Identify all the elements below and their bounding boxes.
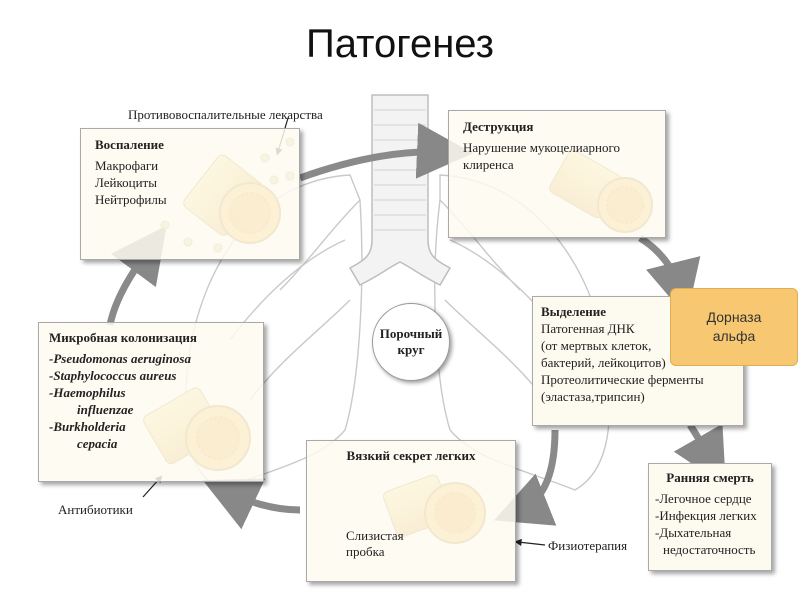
destruction-line: клиренса bbox=[463, 157, 514, 172]
secretion-line: Патогенная ДНК bbox=[541, 321, 635, 336]
cycle-arrows bbox=[106, 122, 726, 530]
colonization-line: -Pseudomonas aeruginosa bbox=[49, 351, 191, 366]
callout-line: Дорназа bbox=[706, 309, 762, 325]
early-death-line: -Инфекция легких bbox=[655, 508, 757, 523]
early-death-title: Ранняя смерть bbox=[666, 470, 754, 485]
inflammation-line: Лейкоциты bbox=[95, 175, 157, 190]
dornase-alfa-callout: Дорназа альфа bbox=[670, 288, 798, 366]
colonization-line: cepacia bbox=[77, 436, 118, 451]
early-death-line: -Легочное сердце bbox=[655, 491, 752, 506]
antibiotics-label: Антибиотики bbox=[58, 502, 133, 517]
microbial-colonization-box: Микробная колонизация -Pseudomonas aerug… bbox=[38, 322, 264, 482]
center-line: круг bbox=[397, 342, 425, 357]
colonization-title: Микробная колонизация bbox=[49, 330, 197, 345]
early-death-line: недостаточность bbox=[663, 542, 756, 557]
viscous-secretion-box: Вязкий секрет легких bbox=[306, 440, 516, 582]
secretion-line: (эластаза,трипсин) bbox=[541, 389, 645, 404]
colonization-line: -Haemophilus bbox=[49, 385, 126, 400]
page-title: Патогенез bbox=[306, 22, 494, 66]
mucus-plug-line: пробка bbox=[346, 544, 385, 559]
callout-line: альфа bbox=[712, 328, 756, 344]
colonization-line: -Staphylococcus aureus bbox=[49, 368, 177, 383]
anti-inflammatory-label: Противовоспалительные лекарства bbox=[128, 107, 323, 122]
center-line: Порочный bbox=[379, 326, 443, 341]
mucus-plug-line: Слизистая bbox=[346, 528, 404, 543]
colonization-line: influenzae bbox=[77, 402, 134, 417]
vicious-circle-badge: Порочный круг bbox=[372, 303, 450, 381]
secretion-line: Протеолитические ферменты bbox=[541, 372, 704, 387]
destruction-line: Нарушение мукоцелиарного bbox=[463, 140, 620, 155]
destruction-title: Деструкция bbox=[463, 119, 534, 134]
physiotherapy-label: Физиотерапия bbox=[548, 538, 628, 553]
secretion-title: Выделение bbox=[541, 304, 606, 319]
colonization-line: -Burkholderia bbox=[49, 419, 126, 434]
mucus-plug-label: Слизистая пробка bbox=[346, 528, 404, 560]
inflammation-title: Воспаление bbox=[95, 137, 164, 152]
inflammation-line: Макрофаги bbox=[95, 158, 159, 173]
viscous-title: Вязкий секрет легких bbox=[346, 448, 476, 463]
early-death-line: -Дыхательная bbox=[655, 525, 732, 540]
early-death-box: Ранняя смерть -Легочное сердце -Инфекция… bbox=[648, 463, 772, 571]
destruction-box: Деструкция Нарушение мукоцелиарного клир… bbox=[448, 110, 666, 238]
secretion-line: (от мертвых клеток, bbox=[541, 338, 652, 353]
inflammation-box: Воспаление Макрофаги Лейкоциты Нейтрофил… bbox=[80, 128, 300, 260]
inflammation-line: Нейтрофилы bbox=[95, 192, 167, 207]
secretion-line: бактерий, лейкоцитов) bbox=[541, 355, 666, 370]
